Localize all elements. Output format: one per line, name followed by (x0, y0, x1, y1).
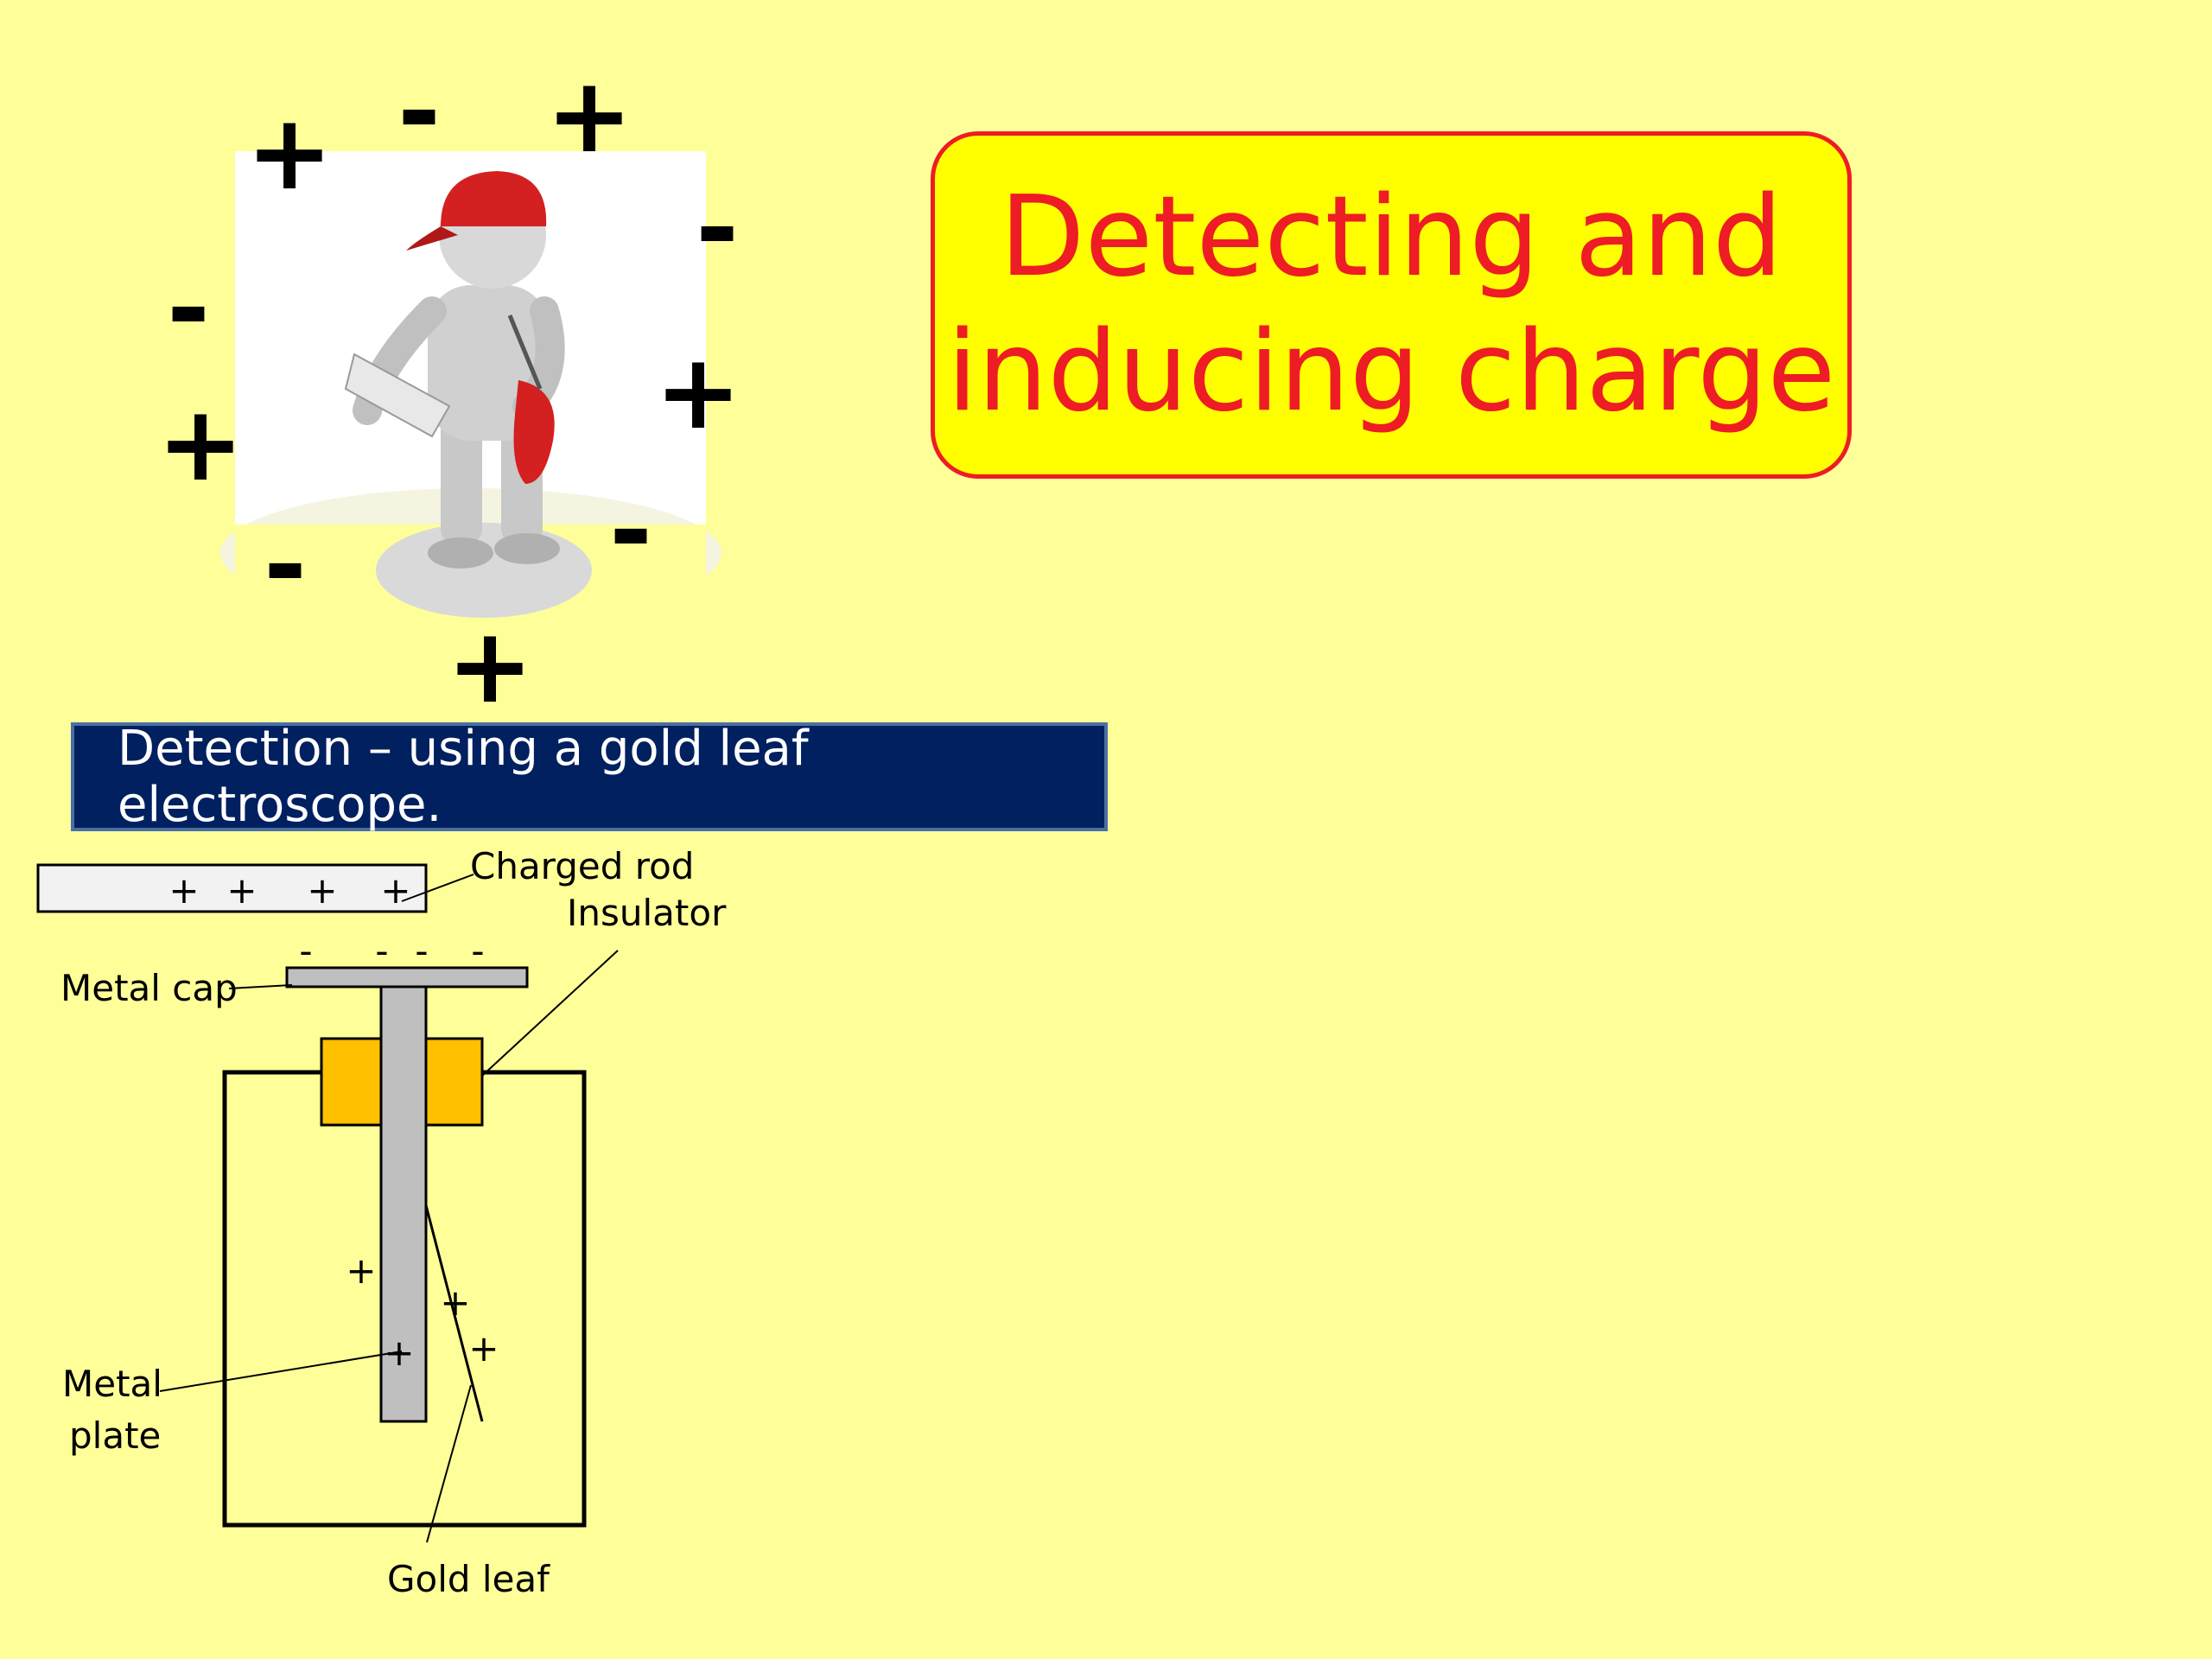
rod-charge: + (380, 869, 410, 912)
label-gold-leaf: Gold leaf (387, 1558, 550, 1600)
banner-text: Detection – using a gold leaf electrosco… (118, 721, 809, 833)
label-insulator: Insulator (567, 892, 727, 934)
charge-sign: + (655, 333, 742, 453)
leader-line-rod (401, 874, 474, 902)
charge-sign: - (696, 168, 739, 289)
charge-sign: + (246, 93, 334, 213)
clipart-charges: + - + - - + + - - + (157, 52, 742, 727)
rod-charge: + (307, 869, 337, 912)
cap-charge: - (471, 930, 484, 972)
cap-charge: - (375, 930, 388, 972)
leaf-charge: + (440, 1281, 470, 1324)
label-metal-plate-line2: plate (69, 1414, 161, 1457)
metal-rod (379, 983, 428, 1423)
charge-sign: - (397, 52, 441, 172)
leader-line-leaf (426, 1384, 472, 1543)
leaf-charge: + (468, 1327, 499, 1370)
charge-sign: + (447, 607, 534, 727)
metal-cap (285, 966, 529, 988)
title-box: Detecting and inducing charge (931, 131, 1852, 479)
gold-leaf (424, 1205, 484, 1422)
charge-sign: - (167, 249, 210, 369)
figure-with-cap-and-bag-icon (220, 151, 721, 620)
cap-charge: - (299, 930, 312, 972)
section-banner: Detection – using a gold leaf electrosco… (71, 721, 1108, 833)
plate-charge: + (346, 1249, 376, 1292)
charge-sign: - (264, 505, 307, 626)
charge-sign: + (157, 385, 245, 505)
rod-charge: + (168, 869, 199, 912)
rod-charge: + (226, 869, 257, 912)
leader-line-cap (228, 984, 293, 989)
label-charged-rod: Charged rod (470, 845, 694, 887)
leader-line-insulator (481, 950, 619, 1077)
leader-line-plate (159, 1351, 403, 1392)
label-metal-plate-line1: Metal (62, 1363, 162, 1405)
slide-title: Detecting and inducing charge (946, 173, 1836, 436)
charge-sign: + (546, 56, 633, 176)
label-metal-cap: Metal cap (60, 967, 238, 1009)
charge-sign: - (609, 471, 652, 591)
charged-rod (36, 863, 428, 913)
cap-charge: - (415, 930, 428, 972)
